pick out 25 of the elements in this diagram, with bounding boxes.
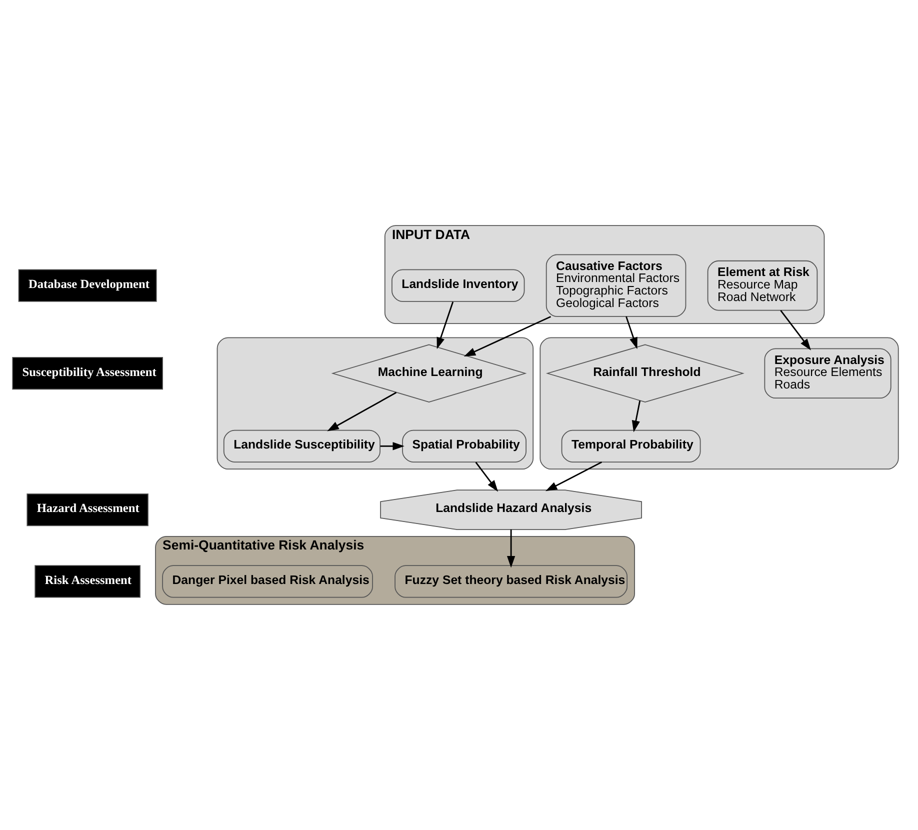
- arrow: [626, 316, 638, 350]
- arrow: [632, 400, 641, 432]
- node-box: Database Development: [18, 269, 157, 302]
- arrow: [327, 392, 397, 432]
- node-diamond: Machine Learning: [331, 344, 527, 402]
- node-box: Risk Assessment: [34, 565, 140, 598]
- node-box: Spatial Probability: [402, 430, 526, 462]
- arrow: [436, 302, 454, 350]
- node-box: Landslide Inventory: [392, 269, 525, 302]
- arrow: [506, 529, 516, 568]
- node-diamond: Rainfall Threshold: [546, 344, 744, 402]
- node-box: Susceptibility Assessment: [12, 357, 163, 390]
- arrow: [464, 316, 552, 357]
- arrow: [780, 310, 811, 350]
- node-box: Causative Factors Environmental Factors Topographic Factors Geological Factors: [546, 254, 686, 317]
- node-box: Element at Risk Resource Map Road Network: [707, 260, 818, 311]
- node-box: Exposure Analysis Resource Elements Roads: [764, 348, 892, 398]
- node-box: Hazard Assessment: [26, 494, 148, 526]
- node-box: Landslide Susceptibility: [223, 430, 380, 462]
- arrow: [380, 442, 404, 450]
- node-box: Fuzzy Set theory based Risk Analysis: [394, 565, 628, 598]
- node-box: Temporal Probability: [561, 430, 701, 462]
- node-box: Danger Pixel based Risk Analysis: [162, 565, 373, 598]
- arrow: [475, 462, 498, 492]
- arrow: [546, 462, 602, 492]
